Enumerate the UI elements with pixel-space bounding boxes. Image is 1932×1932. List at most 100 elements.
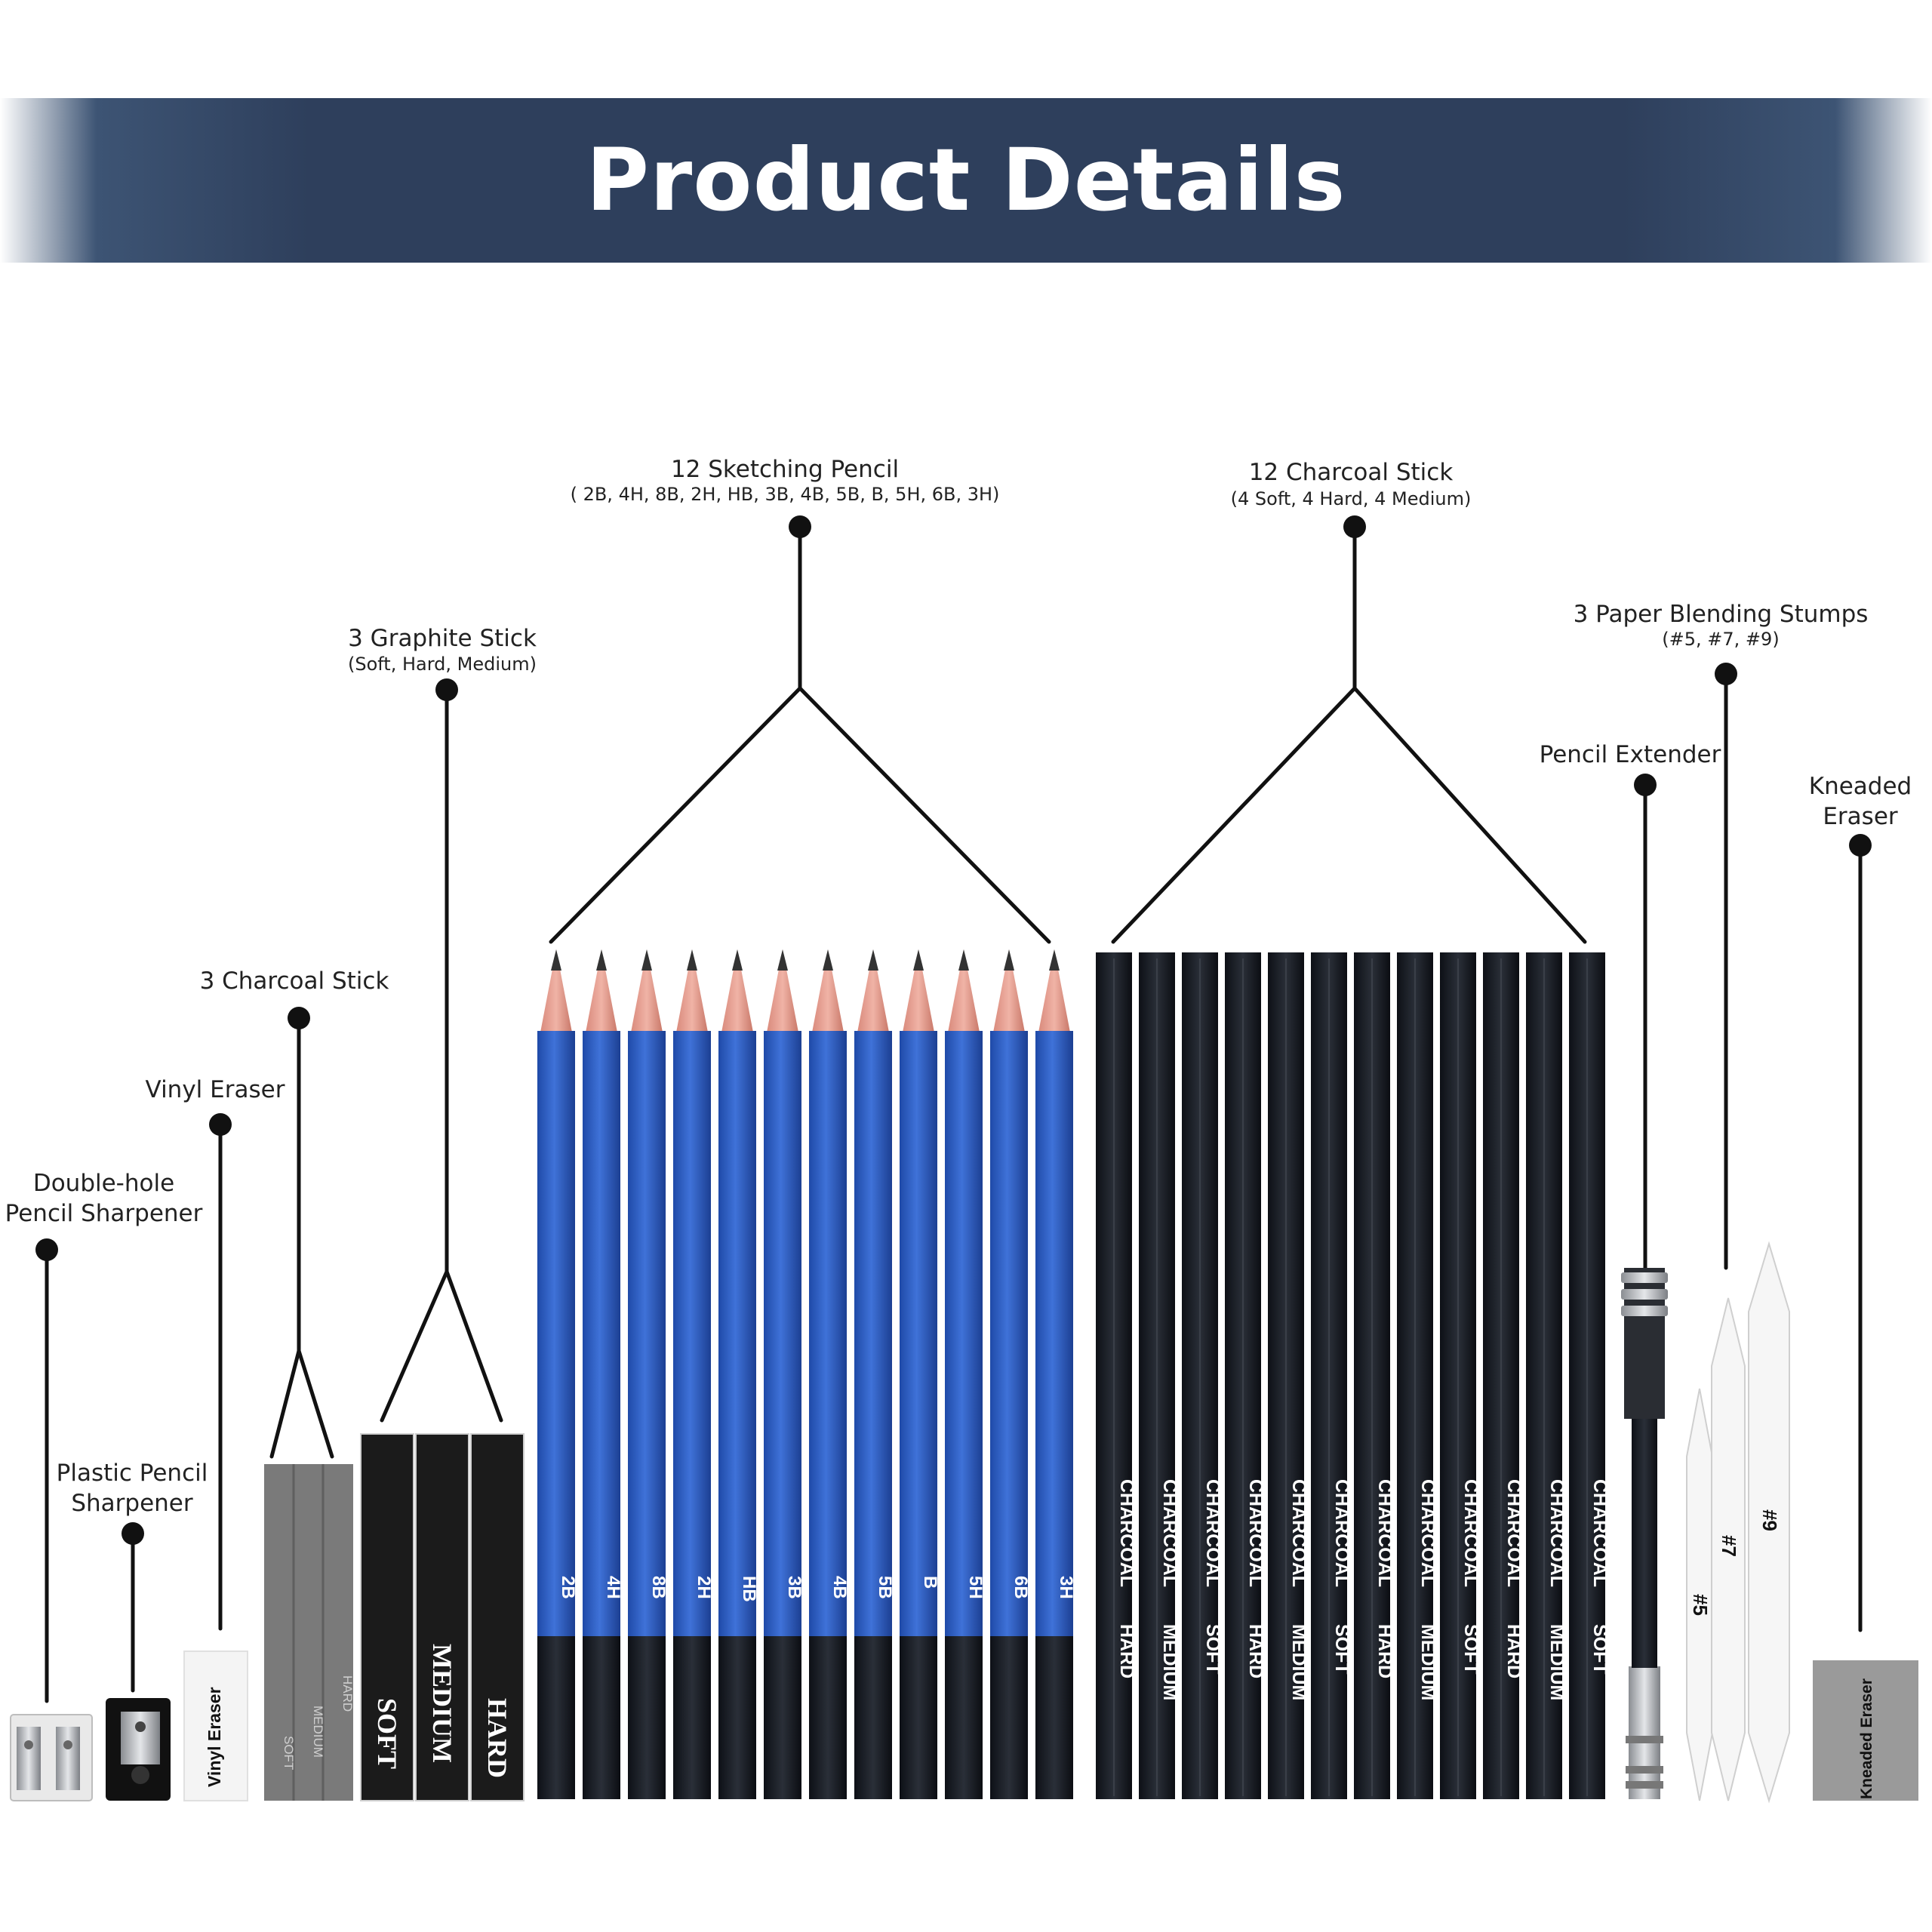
charcoal-pencil-brand: CHARCOAL <box>1159 1479 1180 1587</box>
extender-lower-metal <box>1629 1666 1660 1799</box>
kneaded-eraser-label: Kneaded Eraser <box>1858 1678 1875 1799</box>
charcoal-pencil-brand: CHARCOAL <box>1589 1479 1611 1587</box>
pencil-grade-label: B <box>920 1576 940 1589</box>
pencil-lead-tip <box>551 949 561 971</box>
charcoal-pencil-brand: CHARCOAL <box>1331 1479 1352 1587</box>
charcoal-pencil-brand: CHARCOAL <box>1288 1479 1309 1587</box>
graphite-stick-body <box>360 1433 414 1801</box>
plastic-sharpener-screw <box>135 1721 146 1732</box>
label-blending-stumps: 3 Paper Blending Stumps <box>1573 601 1869 628</box>
pencil-lead-tip <box>1049 949 1060 971</box>
pencil-grade-label: 5H <box>965 1576 986 1599</box>
charcoal-pencil-grade: MEDIUM <box>1159 1624 1180 1700</box>
sketching-pencil: 2H <box>673 949 714 1799</box>
graphite-stick-label: SOFT <box>372 1698 402 1769</box>
page-title: Product Details <box>586 130 1346 230</box>
leader-dot <box>209 1113 232 1136</box>
blending-stump-body <box>1711 1297 1746 1801</box>
leader-line <box>798 686 1051 944</box>
charcoal-pencil-grade: MEDIUM <box>1546 1624 1567 1700</box>
pencil-grade-label: 3B <box>784 1576 804 1599</box>
pencil-body <box>945 1031 983 1638</box>
charcoal-pencil-grade: MEDIUM <box>1288 1624 1309 1700</box>
leader-dot <box>1343 515 1366 538</box>
charcoal-pencil: CHARCOAL SOFT <box>1440 952 1481 1799</box>
pencil-wood-tip <box>903 949 934 1032</box>
extender-clamp <box>1626 1736 1663 1743</box>
pencil-end <box>628 1636 666 1799</box>
sketching-pencil: 5B <box>854 949 895 1799</box>
header-banner: Product Details <box>0 98 1932 263</box>
pencil-end <box>809 1636 847 1799</box>
charcoal-pencil-brand: CHARCOAL <box>1245 1479 1266 1587</box>
pencil-wood-tip <box>857 949 889 1032</box>
pencil-end <box>764 1636 801 1799</box>
leader-dot <box>35 1238 58 1261</box>
leader-line <box>380 1269 449 1423</box>
sharpener-screw <box>24 1740 33 1749</box>
charcoal-pencil-grade: HARD <box>1503 1624 1524 1678</box>
pencil-grade-label: 2B <box>558 1576 578 1599</box>
charcoal-pencil-brand: CHARCOAL <box>1374 1479 1395 1587</box>
charcoal-pencil-brand: CHARCOAL <box>1202 1479 1223 1587</box>
label-double-hole-sharpener-line2: Pencil Sharpener <box>5 1200 203 1227</box>
graphite-stick-label: HARD <box>482 1698 512 1778</box>
label-plastic-sharpener-line1: Plastic Pencil <box>56 1460 208 1487</box>
pencil-body <box>583 1031 620 1638</box>
sketching-pencil: 4H <box>583 949 623 1799</box>
charcoal-pencils: CHARCOALHARDCHARCOALMEDIUMCHARCOALSOFTCH… <box>1096 952 1611 1799</box>
sketching-pencil: B <box>900 949 940 1799</box>
graphite-stick-label: MEDIUM <box>427 1644 457 1763</box>
charcoal-pencil-grade: SOFT <box>1460 1624 1481 1675</box>
leader-dot <box>1715 663 1737 685</box>
sketching-pencil: 2B <box>537 949 578 1799</box>
sharpener-screw <box>63 1740 72 1749</box>
pencil-end <box>990 1636 1028 1799</box>
pencil-grade-label: 4B <box>829 1576 850 1599</box>
graphite-stick: HARD <box>470 1433 525 1801</box>
extender-ring <box>1621 1289 1668 1300</box>
charcoal-pencil-grade: SOFT <box>1331 1624 1352 1675</box>
pencil-grade-label: 2H <box>694 1576 714 1599</box>
pencil-end <box>945 1636 983 1799</box>
blending-stump-body <box>1748 1241 1790 1804</box>
charcoal-pencil-brand: CHARCOAL <box>1460 1479 1481 1587</box>
blending-stump-label: #5 <box>1689 1594 1712 1616</box>
charcoal-small-label: MEDIUM <box>311 1706 325 1758</box>
charcoal-pencil-grade: HARD <box>1245 1624 1266 1678</box>
leader-dot <box>288 1007 310 1029</box>
charcoal-pencil: CHARCOAL HARD <box>1483 952 1524 1799</box>
pencil-grade-label: 4H <box>603 1576 623 1599</box>
pencil-wood-tip <box>948 949 980 1032</box>
charcoal-pencil-brand: CHARCOAL <box>1503 1479 1524 1587</box>
extender-grip <box>1632 1419 1657 1668</box>
leader-line <box>269 1349 301 1459</box>
sketching-pencil: 3B <box>764 949 804 1799</box>
pencil-grade-label: 5B <box>875 1576 895 1599</box>
plastic-sharpener <box>106 1698 171 1801</box>
label-charcoal-stick-3: 3 Charcoal Stick <box>199 968 389 995</box>
label-charcoal-stick-12: 12 Charcoal Stick <box>1248 459 1454 486</box>
charcoal-pencil-grade: SOFT <box>1589 1624 1611 1675</box>
label-kneaded-eraser-line1: Kneaded <box>1808 773 1912 800</box>
extender-ring <box>1621 1272 1668 1283</box>
leader-dot <box>1849 834 1872 857</box>
pencil-body <box>854 1031 892 1638</box>
blending-stump: #9 <box>1748 1241 1790 1804</box>
sketching-pencil: HB <box>718 949 759 1799</box>
sketching-pencil: 4B <box>809 949 850 1799</box>
label-kneaded-eraser-line2: Eraser <box>1823 803 1898 830</box>
pencil-lead-tip <box>687 949 697 971</box>
plastic-sharpener-hole <box>131 1766 149 1784</box>
leader-dot <box>435 678 458 701</box>
pencil-grade-label: 8B <box>648 1576 669 1599</box>
charcoal-pencil-brand: CHARCOAL <box>1417 1479 1438 1587</box>
extender-clamp <box>1626 1766 1663 1774</box>
label-double-hole-sharpener-line1: Double-hole <box>32 1170 175 1197</box>
pencil-grade-label: 3H <box>1056 1576 1076 1599</box>
charcoal-pencil-grade: HARD <box>1374 1624 1395 1678</box>
